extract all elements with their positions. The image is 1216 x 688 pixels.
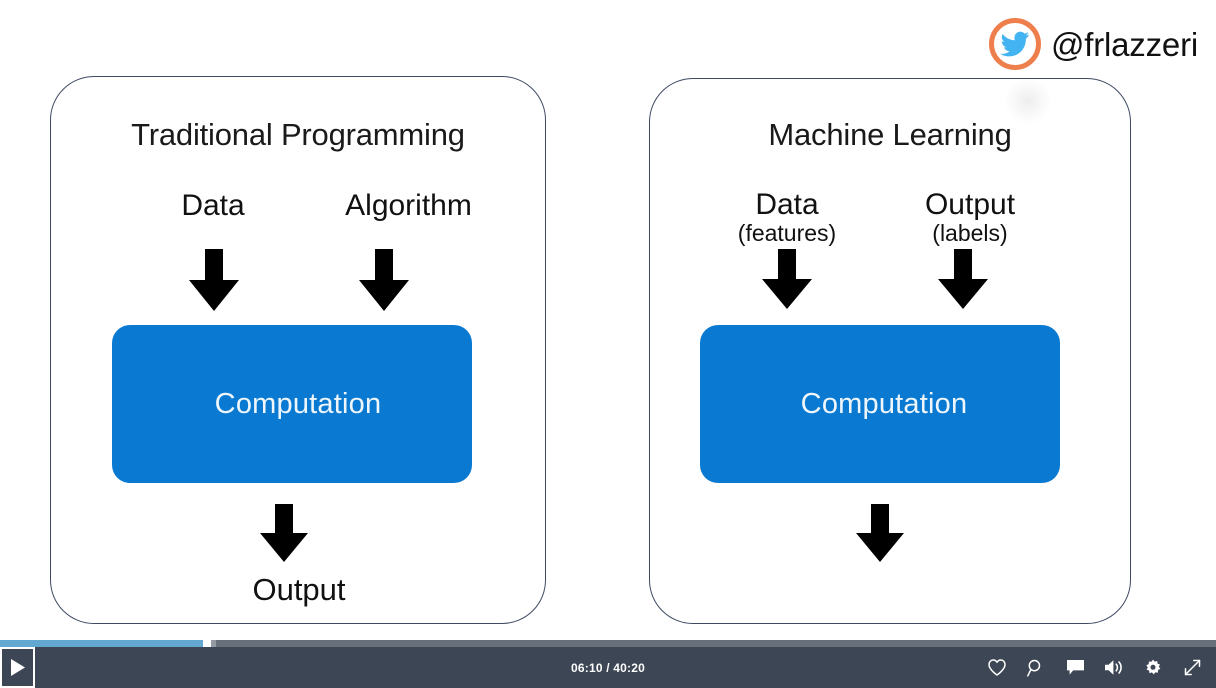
input-label-data-left: Data [181,189,245,222]
down-arrow-icon-algorithm-left [359,249,409,311]
process-box-label-right: Computation [800,387,968,420]
process-box-computation-left: Computation [112,325,472,483]
progress-bar-track[interactable] [0,640,1216,647]
twitter-watermark: @frlazzeri [988,18,1198,70]
input-label-algorithm-left: Algorithm [345,189,472,222]
panel-machine-learning: Machine Learning Data (features) Output … [649,78,1131,624]
fullscreen-icon[interactable] [1182,658,1202,678]
input-label-output-sub: (labels) [932,219,1008,246]
search-icon[interactable] [1026,658,1046,678]
panel-title-left: Traditional Programming [131,117,465,152]
comment-icon[interactable] [1065,658,1085,678]
down-arrow-icon-result-right [856,504,904,562]
player-control-icons [987,647,1202,688]
process-box-label-left: Computation [214,387,382,420]
input-label-output-right: Output (labels) [895,189,1045,246]
progress-bar-played [0,640,203,647]
input-label-data-main: Data [755,188,819,221]
down-arrow-icon-labels-right [938,249,988,309]
play-button[interactable] [0,647,35,688]
gear-icon[interactable] [1143,658,1163,678]
panel-traditional-programming: Traditional Programming Data Algorithm O… [50,76,546,624]
twitter-handle-text: @frlazzeri [1050,25,1198,63]
video-slide-surface[interactable]: @frlazzeri Traditional Programming Data … [0,0,1216,640]
input-label-data-sub: (features) [737,219,837,246]
volume-icon[interactable] [1104,658,1124,678]
time-display: 06:10 / 40:20 [571,660,645,675]
down-arrow-icon-features-right [762,249,812,309]
progress-bar-scrubber[interactable] [203,640,211,647]
down-arrow-icon-output-left [260,504,308,562]
output-label-left: Output [252,572,346,607]
input-label-output-main: Output [924,188,1016,221]
down-arrow-icon-data-left [189,249,239,311]
panel-title-right: Machine Learning [768,117,1012,152]
input-label-data-right: Data (features) [717,189,857,246]
video-player-controls: 06:10 / 40:20 [0,640,1216,688]
twitter-bird-icon [988,18,1041,70]
process-box-computation-right: Computation [700,325,1060,483]
like-icon[interactable] [987,658,1007,678]
